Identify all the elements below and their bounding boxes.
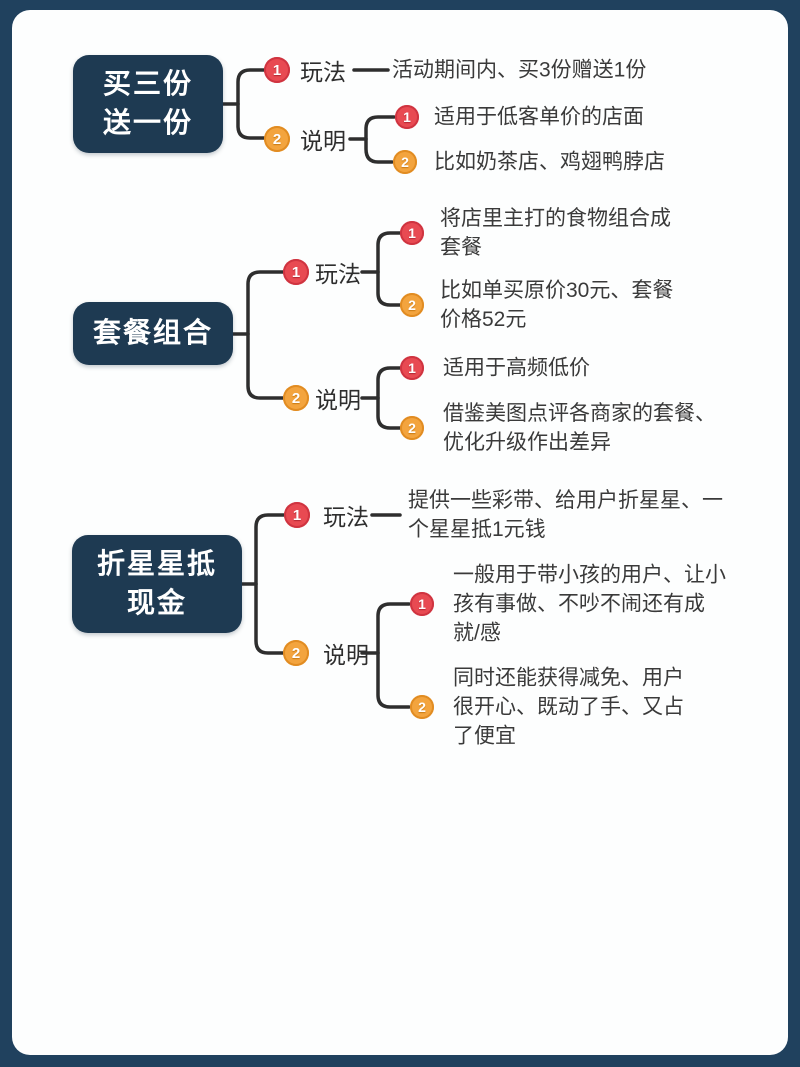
badge-one-icon: 1: [410, 592, 434, 616]
branch-text: 适用于低客单价的店面: [434, 105, 644, 129]
badge-two-icon: 2: [393, 150, 417, 174]
branch-text: 同时还能获得减免、用户 很开心、既动了手、又占 了便宜: [453, 666, 684, 748]
branch-label-play: 玩法: [323, 504, 369, 530]
branch-label-play: 玩法: [315, 261, 361, 287]
topic-node-buy3get1: 买三份 送一份: [73, 55, 223, 153]
branch-label-note: 说明: [323, 642, 369, 668]
badge-two-icon: 2: [410, 695, 434, 719]
badge-two-icon: 2: [264, 126, 290, 152]
badge-one-icon: 1: [395, 105, 419, 129]
branch-text: 一般用于带小孩的用户、让小 孩有事做、不吵不闹还有成 就/感: [453, 563, 726, 645]
branch-label-note: 说明: [300, 128, 346, 154]
mindmap-card: [12, 10, 788, 1055]
badge-two-icon: 2: [283, 385, 309, 411]
badge-one-icon: 1: [400, 356, 424, 380]
branch-text: 活动期间内、买3份赠送1份: [392, 58, 647, 82]
badge-two-icon: 2: [283, 640, 309, 666]
branch-text: 比如单买原价30元、套餐 价格52元: [440, 279, 674, 331]
badge-one-icon: 1: [400, 221, 424, 245]
badge-one-icon: 1: [284, 502, 310, 528]
branch-label-note: 说明: [315, 387, 361, 413]
badge-two-icon: 2: [400, 293, 424, 317]
badge-one-icon: 1: [264, 57, 290, 83]
topic-node-combo: 套餐组合: [73, 302, 233, 365]
branch-label-play: 玩法: [300, 59, 346, 85]
branch-text: 提供一些彩带、给用户折星星、一 个星星抵1元钱: [408, 489, 723, 541]
topic-node-fold-star: 折星星抵 现金: [72, 535, 242, 633]
branch-text: 将店里主打的食物组合成 套餐: [440, 207, 671, 259]
branch-text: 适用于高频低价: [443, 356, 590, 380]
branch-text: 借鉴美图点评各商家的套餐、 优化升级作出差异: [443, 402, 716, 454]
badge-one-icon: 1: [283, 259, 309, 285]
branch-text: 比如奶茶店、鸡翅鸭脖店: [434, 150, 665, 174]
badge-two-icon: 2: [400, 416, 424, 440]
